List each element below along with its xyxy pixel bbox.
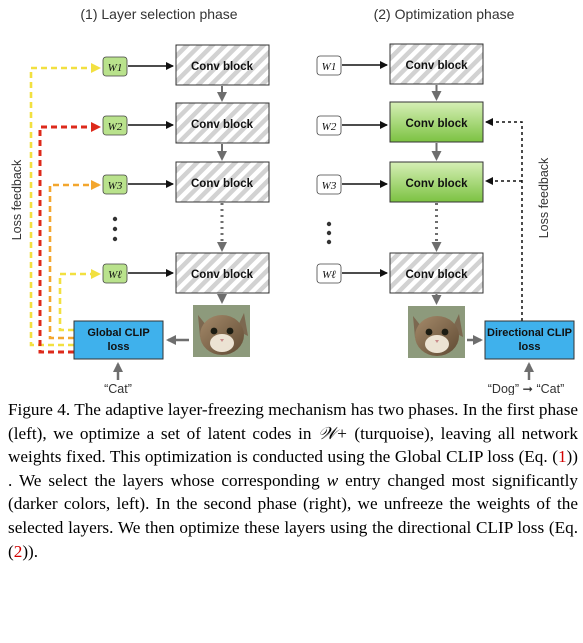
left-conv-block-2: Conv block bbox=[175, 102, 270, 144]
caption-part-4: entry changed most significantly (darker… bbox=[8, 470, 578, 561]
left-conv-block-1: Conv block bbox=[175, 44, 270, 86]
right-conv-label-l: Conv block bbox=[406, 269, 469, 281]
right-w-label-3: W3 bbox=[322, 180, 337, 192]
caption-part-1: The adaptive layer-freezing mechanism ha… bbox=[8, 400, 579, 443]
right-w-label-1: W1 bbox=[322, 61, 337, 73]
left-w-to-conv-arrows bbox=[128, 62, 174, 277]
left-w-box-l: Wℓ bbox=[102, 263, 128, 284]
left-w-label-2: W2 bbox=[108, 121, 123, 133]
left-w-label-3: W3 bbox=[108, 180, 123, 192]
right-w-to-conv-arrows bbox=[342, 61, 388, 277]
right-text-input: “Dog” ➞ “Cat” bbox=[488, 382, 564, 395]
left-conv-block-l: Conv block bbox=[175, 252, 270, 294]
adaptive-layer-freezing-diagram: (1) Layer selection phase (2) Optimizati… bbox=[10, 6, 575, 395]
left-conv-label-1: Conv block bbox=[191, 61, 254, 73]
left-w-box-1: W1 bbox=[102, 56, 128, 77]
right-loss-feedback-label: Loss feedback bbox=[537, 157, 551, 238]
caption-space-symbol: 𝒲+ bbox=[318, 423, 348, 443]
right-phase-title: (2) Optimization phase bbox=[374, 6, 515, 22]
equation-ref-1[interactable]: 1 bbox=[557, 447, 567, 467]
left-loss-feedback-label: Loss feedback bbox=[10, 159, 24, 240]
right-w-ellipsis bbox=[326, 221, 332, 245]
left-w-box-2: W2 bbox=[102, 115, 128, 136]
left-conv-label-2: Conv block bbox=[191, 119, 254, 131]
left-phase-title: (1) Layer selection phase bbox=[80, 6, 237, 22]
right-conv-block-1: Conv block bbox=[389, 43, 484, 85]
right-w-box-1: W1 bbox=[316, 55, 342, 76]
right-conv-block-l: Conv block bbox=[389, 252, 484, 294]
equation-ref-2[interactable]: 2 bbox=[13, 541, 23, 561]
left-cat-image bbox=[193, 305, 250, 357]
figure-label: Figure 4. bbox=[8, 400, 71, 419]
right-w-box-2: W2 bbox=[316, 115, 342, 136]
caption-part-2: (turquoise), leaving all network weights… bbox=[8, 423, 579, 467]
left-conv-label-3: Conv block bbox=[191, 178, 254, 190]
left-text-input: “Cat” bbox=[104, 382, 132, 395]
caption-part-3: )) . We select the layers whose correspo… bbox=[8, 447, 578, 490]
left-w-label-1: W1 bbox=[108, 62, 123, 74]
figure-caption: Figure 4. The adaptive layer-freezing me… bbox=[8, 398, 578, 563]
right-conv-block-2-trainable: Conv block bbox=[389, 101, 484, 143]
left-w-box-3: W3 bbox=[102, 174, 128, 195]
right-w-label-l: Wℓ bbox=[322, 269, 336, 281]
left-loss-feedback-arrows bbox=[29, 63, 101, 354]
right-loss-feedback-arrows bbox=[485, 118, 523, 321]
left-conv-label-l: Conv block bbox=[191, 269, 254, 281]
right-cat-image bbox=[408, 306, 465, 358]
right-conv-label-1: Conv block bbox=[406, 60, 469, 72]
caption-part-5: )). bbox=[22, 541, 39, 561]
right-conv-label-2: Conv block bbox=[406, 118, 469, 130]
left-conv-block-3: Conv block bbox=[175, 161, 270, 203]
left-w-label-l: Wℓ bbox=[108, 269, 122, 281]
right-w-box-l: Wℓ bbox=[316, 263, 342, 284]
right-conv-block-3-trainable: Conv block bbox=[389, 161, 484, 203]
left-w-ellipsis bbox=[112, 216, 118, 242]
caption-w-variable: w bbox=[326, 470, 339, 490]
right-w-label-2: W2 bbox=[322, 121, 337, 133]
right-w-box-3: W3 bbox=[316, 174, 342, 195]
right-conv-label-3: Conv block bbox=[406, 178, 469, 190]
